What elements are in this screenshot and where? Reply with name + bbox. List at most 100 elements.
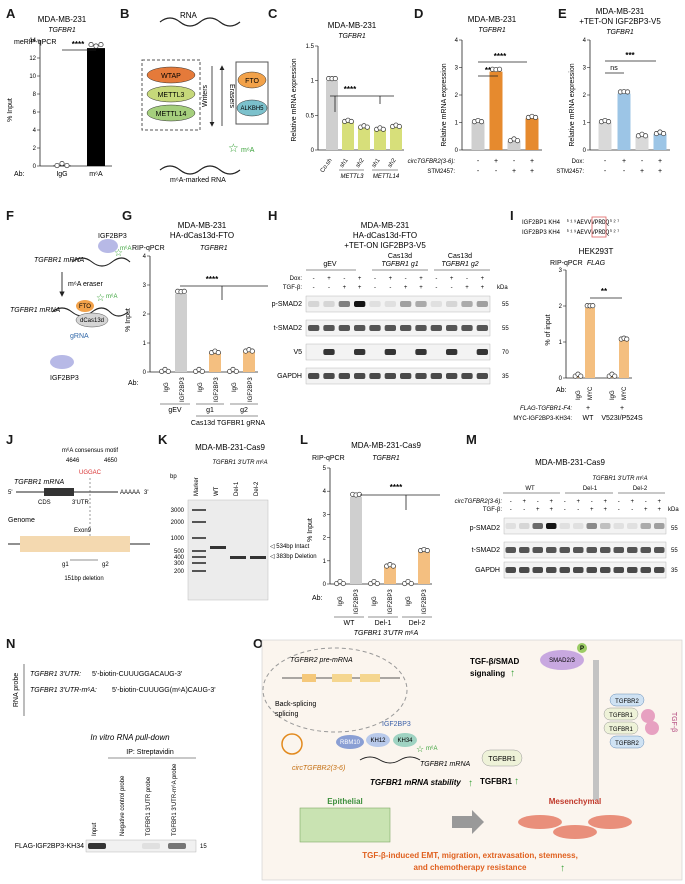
m-signs: --+--+++--+--+++--+--+++ — [510, 499, 662, 513]
axG-ticklabel-4: 4 — [143, 254, 147, 260]
g-x2: IgG — [198, 382, 204, 392]
axA-ticklabel-6: 12 — [29, 56, 36, 62]
h-dox-sign-8: - — [435, 276, 437, 282]
g-sig: **** — [206, 275, 219, 284]
panel-letter-b: B — [120, 6, 130, 21]
o-rbm: RBM10 — [340, 740, 361, 746]
axC-ticklabel-2: 1 — [311, 79, 315, 85]
o-rec-1: TGFBR1 — [609, 713, 633, 719]
o-p: P — [580, 646, 584, 652]
m-band-1-6 — [586, 547, 597, 553]
barsI-point-0-2 — [578, 373, 584, 379]
k-bp: bp — [170, 474, 177, 480]
barsE-point-3-2 — [661, 131, 667, 137]
h-tgf-sign-11: + — [481, 285, 485, 291]
n-lane-m6a: TGFBR1 3'UTR-m⁶A probe — [171, 763, 178, 836]
o-out2: and chemotherapy resistance — [414, 863, 527, 872]
axC-ticklabel-3: 1.5 — [306, 44, 315, 50]
h-tgf-sign-10: + — [465, 285, 469, 291]
k-band-del1 — [230, 556, 246, 559]
k-lad-0: 3000 — [171, 508, 185, 514]
h-blot-strip-0 — [305, 295, 491, 313]
axI-ticklabel-0: 0 — [559, 376, 563, 382]
k-lane-marker: Marker — [194, 477, 200, 496]
h-row-gapdh: GAPDH — [277, 373, 302, 380]
h-band-3-0 — [308, 373, 320, 379]
j-three: 3' — [144, 490, 148, 496]
o-kh12: KH12 — [370, 738, 386, 744]
o-out1: TGF-β-induced EMT, migration, extravasat… — [362, 851, 578, 860]
barsA-point-1-1 — [93, 43, 99, 49]
d-sign1a: - — [477, 158, 480, 165]
j-deletion: 151bp deletion — [64, 576, 103, 582]
a-assay: meRIP-qPCR — [14, 39, 56, 46]
h-band-2-3 — [354, 349, 366, 355]
n-probe-label: RNA probe — [13, 673, 20, 707]
e-cell: MDA-MB-231 — [596, 7, 645, 16]
f-m6a-2: m⁶A — [106, 293, 117, 300]
m-row1-sign-5: + — [576, 499, 580, 505]
m-band-0-6 — [586, 523, 597, 529]
k-gel — [192, 509, 266, 572]
m-row1-sign-7: + — [603, 499, 607, 505]
e-sig1: ns — [610, 65, 618, 72]
f-dcas: dCas13d — [80, 318, 104, 324]
j-g1: g1 — [62, 562, 69, 568]
h-band-2-7 — [415, 349, 427, 355]
g-under-g1: g1 — [206, 407, 214, 414]
m-row2-sign-7: + — [603, 507, 607, 513]
barsG-point-3-2 — [215, 350, 221, 356]
m-band-1-11 — [654, 547, 665, 553]
d-row1: circTGFBR2(3-6): — [408, 159, 456, 165]
h-dox-sign-9: + — [450, 276, 454, 282]
l-x0: IgG — [338, 596, 344, 606]
n-band-3 — [168, 843, 186, 849]
axD-ticklabel-3: 3 — [455, 66, 459, 72]
h-tgf-sign-3: + — [358, 285, 362, 291]
j-diagram: m⁶A consensus motif 4646 4650 UGGAC TGFB… — [8, 447, 150, 582]
b-marked: m⁶A-marked RNA — [170, 177, 226, 184]
barsE-bar-2 — [635, 136, 649, 150]
axE-ticklabel-0: 0 — [583, 148, 587, 154]
h-band-0-5 — [384, 301, 396, 307]
h-dox-sign-11: + — [481, 276, 485, 282]
h-kda: kDa — [497, 285, 508, 291]
l-x3: IGF2BP3 — [388, 589, 394, 614]
g-x4: IgG — [232, 382, 238, 392]
m-row2-sign-11: + — [657, 507, 661, 513]
k-cell: MDA-MB-231-Cas9 — [195, 443, 265, 452]
barsC-point-2-2 — [364, 124, 370, 130]
h-band-3-1 — [323, 373, 335, 379]
barsL-bar-1 — [350, 497, 362, 584]
h-dox-sign-1: + — [327, 276, 331, 282]
barsD-bar-2 — [507, 140, 521, 150]
m-band-1-0 — [505, 547, 516, 553]
c-sig: **** — [344, 85, 357, 94]
h-dox-sign-7: + — [419, 276, 423, 282]
barsI-point-1-2 — [590, 303, 596, 309]
axL-ticklabel-4: 4 — [323, 489, 327, 495]
k-lad-1: 2000 — [171, 520, 185, 526]
m-row2-sign-6: + — [590, 507, 594, 513]
l-x2: IgG — [372, 596, 378, 606]
n-blot — [88, 843, 186, 849]
g-x5: IGF2BP3 — [248, 377, 254, 402]
h-band-1-9 — [446, 325, 458, 331]
k-ladder-band-6 — [192, 570, 206, 572]
e-sign2c: + — [640, 168, 644, 175]
m-row1-sign-9: + — [630, 499, 634, 505]
h-band-3-3 — [354, 373, 366, 379]
n-lane-input: Input — [92, 822, 98, 836]
m-row-psmad2: p-SMAD2 — [470, 525, 500, 532]
d-cell: MDA-MB-231 — [468, 15, 517, 24]
g-x3: IGF2BP3 — [214, 377, 220, 402]
barsD-bar-0 — [471, 122, 485, 150]
n-band-0 — [88, 843, 106, 849]
m-row2-sign-4: - — [564, 507, 566, 513]
barsC-bar-2 — [358, 127, 370, 150]
l-under-del1: Del-1 — [375, 620, 392, 627]
h-group-cas1-sub: TGFBR1 g1 — [381, 261, 418, 268]
m-blot-strip-0 — [503, 517, 667, 535]
o-rec-3: TGFBR2 — [615, 741, 639, 747]
